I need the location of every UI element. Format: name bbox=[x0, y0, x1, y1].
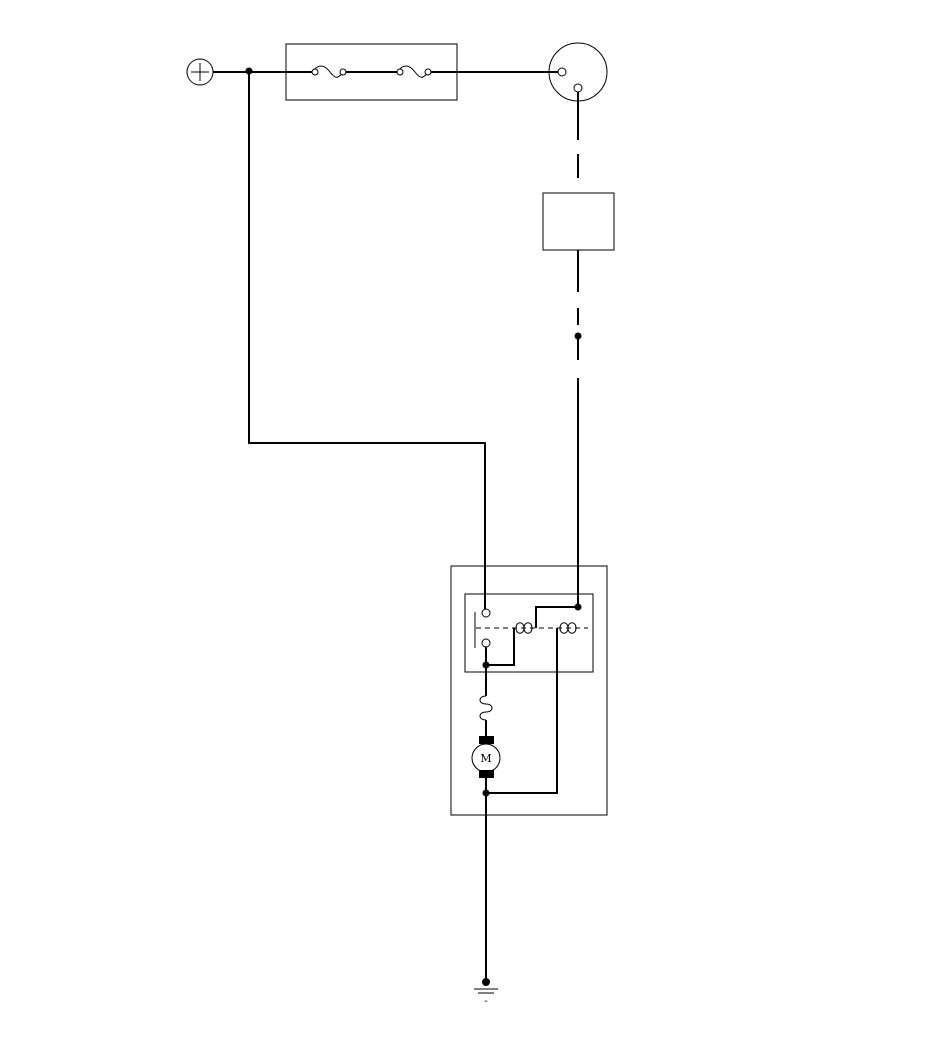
ground-icon: - bbox=[474, 978, 498, 1007]
connector-icon bbox=[574, 332, 582, 340]
fuse-block bbox=[285, 43, 458, 101]
motor-label: M bbox=[480, 752, 491, 765]
battery-positive-icon bbox=[186, 58, 214, 86]
battery-label: + bbox=[200, 74, 201, 77]
junction-dot bbox=[245, 67, 253, 75]
motor-unit-box bbox=[450, 565, 608, 816]
connector-box bbox=[542, 192, 615, 251]
junction-dot bbox=[574, 603, 582, 611]
motor-icon: M bbox=[471, 736, 501, 778]
branch-wire bbox=[248, 72, 486, 610]
ground-label: - bbox=[484, 996, 488, 1007]
relay-icon bbox=[464, 593, 594, 794]
fuse-icon bbox=[396, 65, 432, 78]
fuse-icon bbox=[311, 65, 347, 78]
coil-icon bbox=[479, 695, 493, 721]
